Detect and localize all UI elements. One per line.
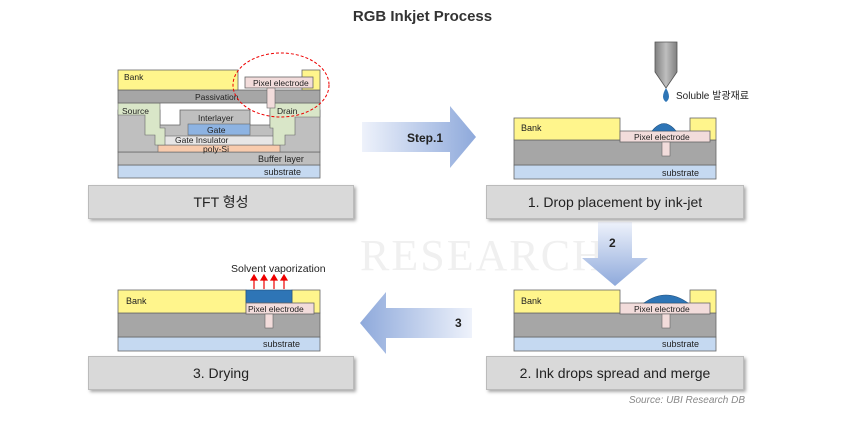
bank-layer-left xyxy=(513,117,621,141)
panel-drying: substrate Bank Pixel electrode Solvent v… xyxy=(117,263,326,352)
panel-spread-merge: substrate Bank Pixel electrode xyxy=(513,289,717,352)
arrow-step1: Step.1 xyxy=(362,106,476,168)
ink-droplet-on-surface xyxy=(651,123,677,132)
soluble-material-label: Soluble 발광재료 xyxy=(676,90,749,102)
source-label: Source xyxy=(122,106,149,116)
pixel-electrode-label: Pixel electrode xyxy=(253,78,309,88)
source-contact xyxy=(117,102,166,146)
buffer-layer-label: Buffer layer xyxy=(258,154,304,164)
substrate-label: substrate xyxy=(662,168,699,178)
pixel-electrode-label: Pixel electrode xyxy=(248,304,304,314)
falling-ink-drop xyxy=(663,88,669,102)
pixel-electrode-layer xyxy=(244,76,314,89)
grey-layer xyxy=(513,312,717,338)
gate-insulator-label: Gate Insulator xyxy=(175,135,229,145)
poly-si-label: poly-Si xyxy=(203,144,229,154)
source-note: Source: UBI Research DB xyxy=(628,395,745,406)
step2-label: 2 xyxy=(609,236,616,250)
pixel-electrode-via xyxy=(266,87,276,109)
caption-drying: 3. Drying xyxy=(88,356,354,390)
pixel-electrode-layer xyxy=(245,302,315,315)
grey-layer xyxy=(117,312,321,338)
gate-layer xyxy=(187,123,251,136)
step3-label: 3 xyxy=(455,316,462,330)
caption-drop-placement: 1. Drop placement by ink-jet xyxy=(486,185,744,219)
bank-label: Bank xyxy=(521,296,542,306)
ink-spread-layer xyxy=(643,294,689,304)
solvent-vaporization-label: Solvent vaporization xyxy=(231,263,326,275)
dried-film-layer xyxy=(245,289,293,304)
bank-layer-left xyxy=(117,69,239,91)
drain-label: Drain xyxy=(277,106,298,116)
pixel-electrode-via xyxy=(661,141,671,157)
arrow-step2: 2 xyxy=(582,222,648,286)
bank-label: Bank xyxy=(521,123,542,133)
pixel-electrode-via xyxy=(661,313,671,329)
bank-label: Bank xyxy=(126,296,147,306)
pixel-electrode-label: Pixel electrode xyxy=(634,132,690,142)
inkjet-nozzle xyxy=(654,41,678,89)
page-title: RGB Inkjet Process xyxy=(352,8,493,25)
arrow-step3: 3 xyxy=(360,292,472,354)
substrate-label: substrate xyxy=(264,167,301,177)
highlight-ellipse xyxy=(232,52,330,118)
substrate-label: substrate xyxy=(263,339,300,349)
grey-layer xyxy=(513,139,717,166)
watermark: RESEARCH xyxy=(360,231,606,280)
substrate-label: substrate xyxy=(662,339,699,349)
caption-tft: TFT 형성 xyxy=(88,185,354,219)
passivation-label: Passivation xyxy=(195,92,239,102)
step1-label: Step.1 xyxy=(407,131,443,145)
interlayer-label: Interlayer xyxy=(198,113,234,123)
vapor-arrows xyxy=(249,273,289,289)
panel-tft: substrate Buffer layer poly-Si Gate Insu… xyxy=(117,52,330,179)
caption-spread-merge: 2. Ink drops spread and merge xyxy=(486,356,744,390)
gate-label: Gate xyxy=(207,125,226,135)
bank-label: Bank xyxy=(124,72,144,82)
pixel-electrode-via xyxy=(264,313,274,329)
bank-layer-left xyxy=(513,289,621,314)
drain-contact xyxy=(269,102,321,146)
panel-drop-placement: substrate Bank Pixel electrode Soluble 발… xyxy=(513,41,749,180)
pixel-electrode-label: Pixel electrode xyxy=(634,304,690,314)
